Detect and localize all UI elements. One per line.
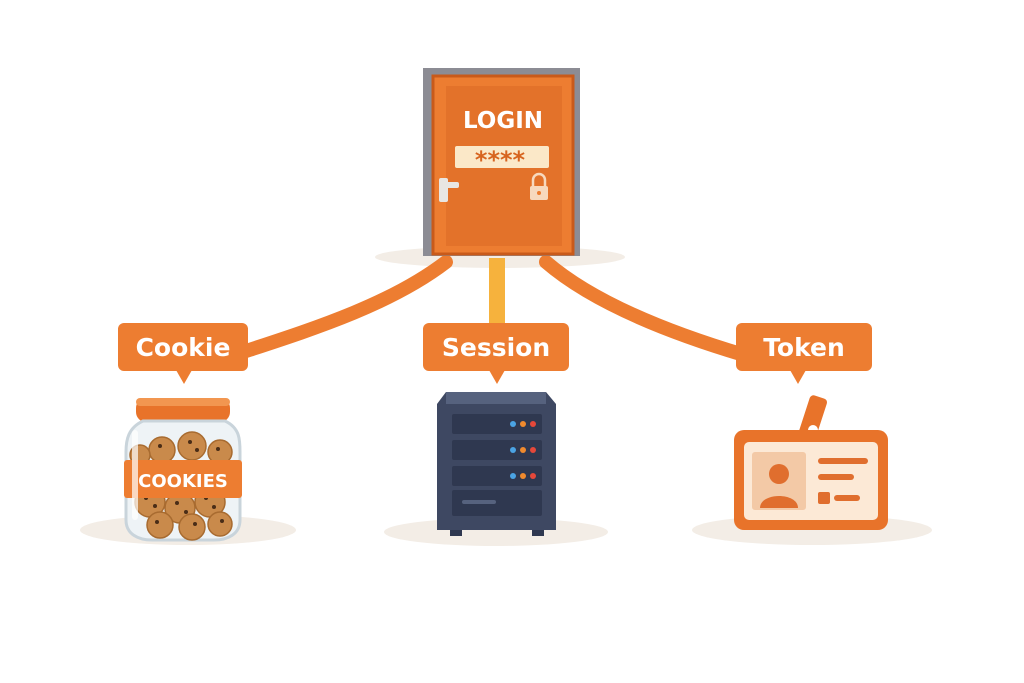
label-cookie: Cookie (118, 323, 248, 384)
connector-session (489, 258, 505, 326)
login-door: LOGIN **** (423, 68, 580, 256)
password-field (455, 146, 549, 168)
server-leds (510, 421, 536, 479)
cookie-jar-icon: COOKIES (124, 398, 242, 542)
door-handle-icon (439, 178, 459, 202)
server-slot-2 (452, 440, 542, 460)
label-session-text: Session (442, 333, 550, 362)
label-token: Token (736, 323, 872, 384)
connector-cookie (233, 255, 453, 360)
server-rack-icon (437, 392, 556, 536)
password-mask: **** (475, 146, 526, 174)
server-slot-3 (452, 466, 542, 486)
door-title: LOGIN (463, 108, 543, 134)
connector-token (539, 255, 751, 362)
label-session: Session (423, 323, 569, 384)
jar-label-text: COOKIES (138, 471, 228, 492)
label-token-text: Token (763, 333, 845, 362)
server-slot-4 (452, 490, 542, 516)
door-edge (431, 74, 575, 256)
id-badge-icon (734, 395, 888, 530)
server-slot-1 (452, 414, 542, 434)
label-cookie-text: Cookie (136, 333, 231, 362)
padlock-icon (530, 172, 548, 200)
